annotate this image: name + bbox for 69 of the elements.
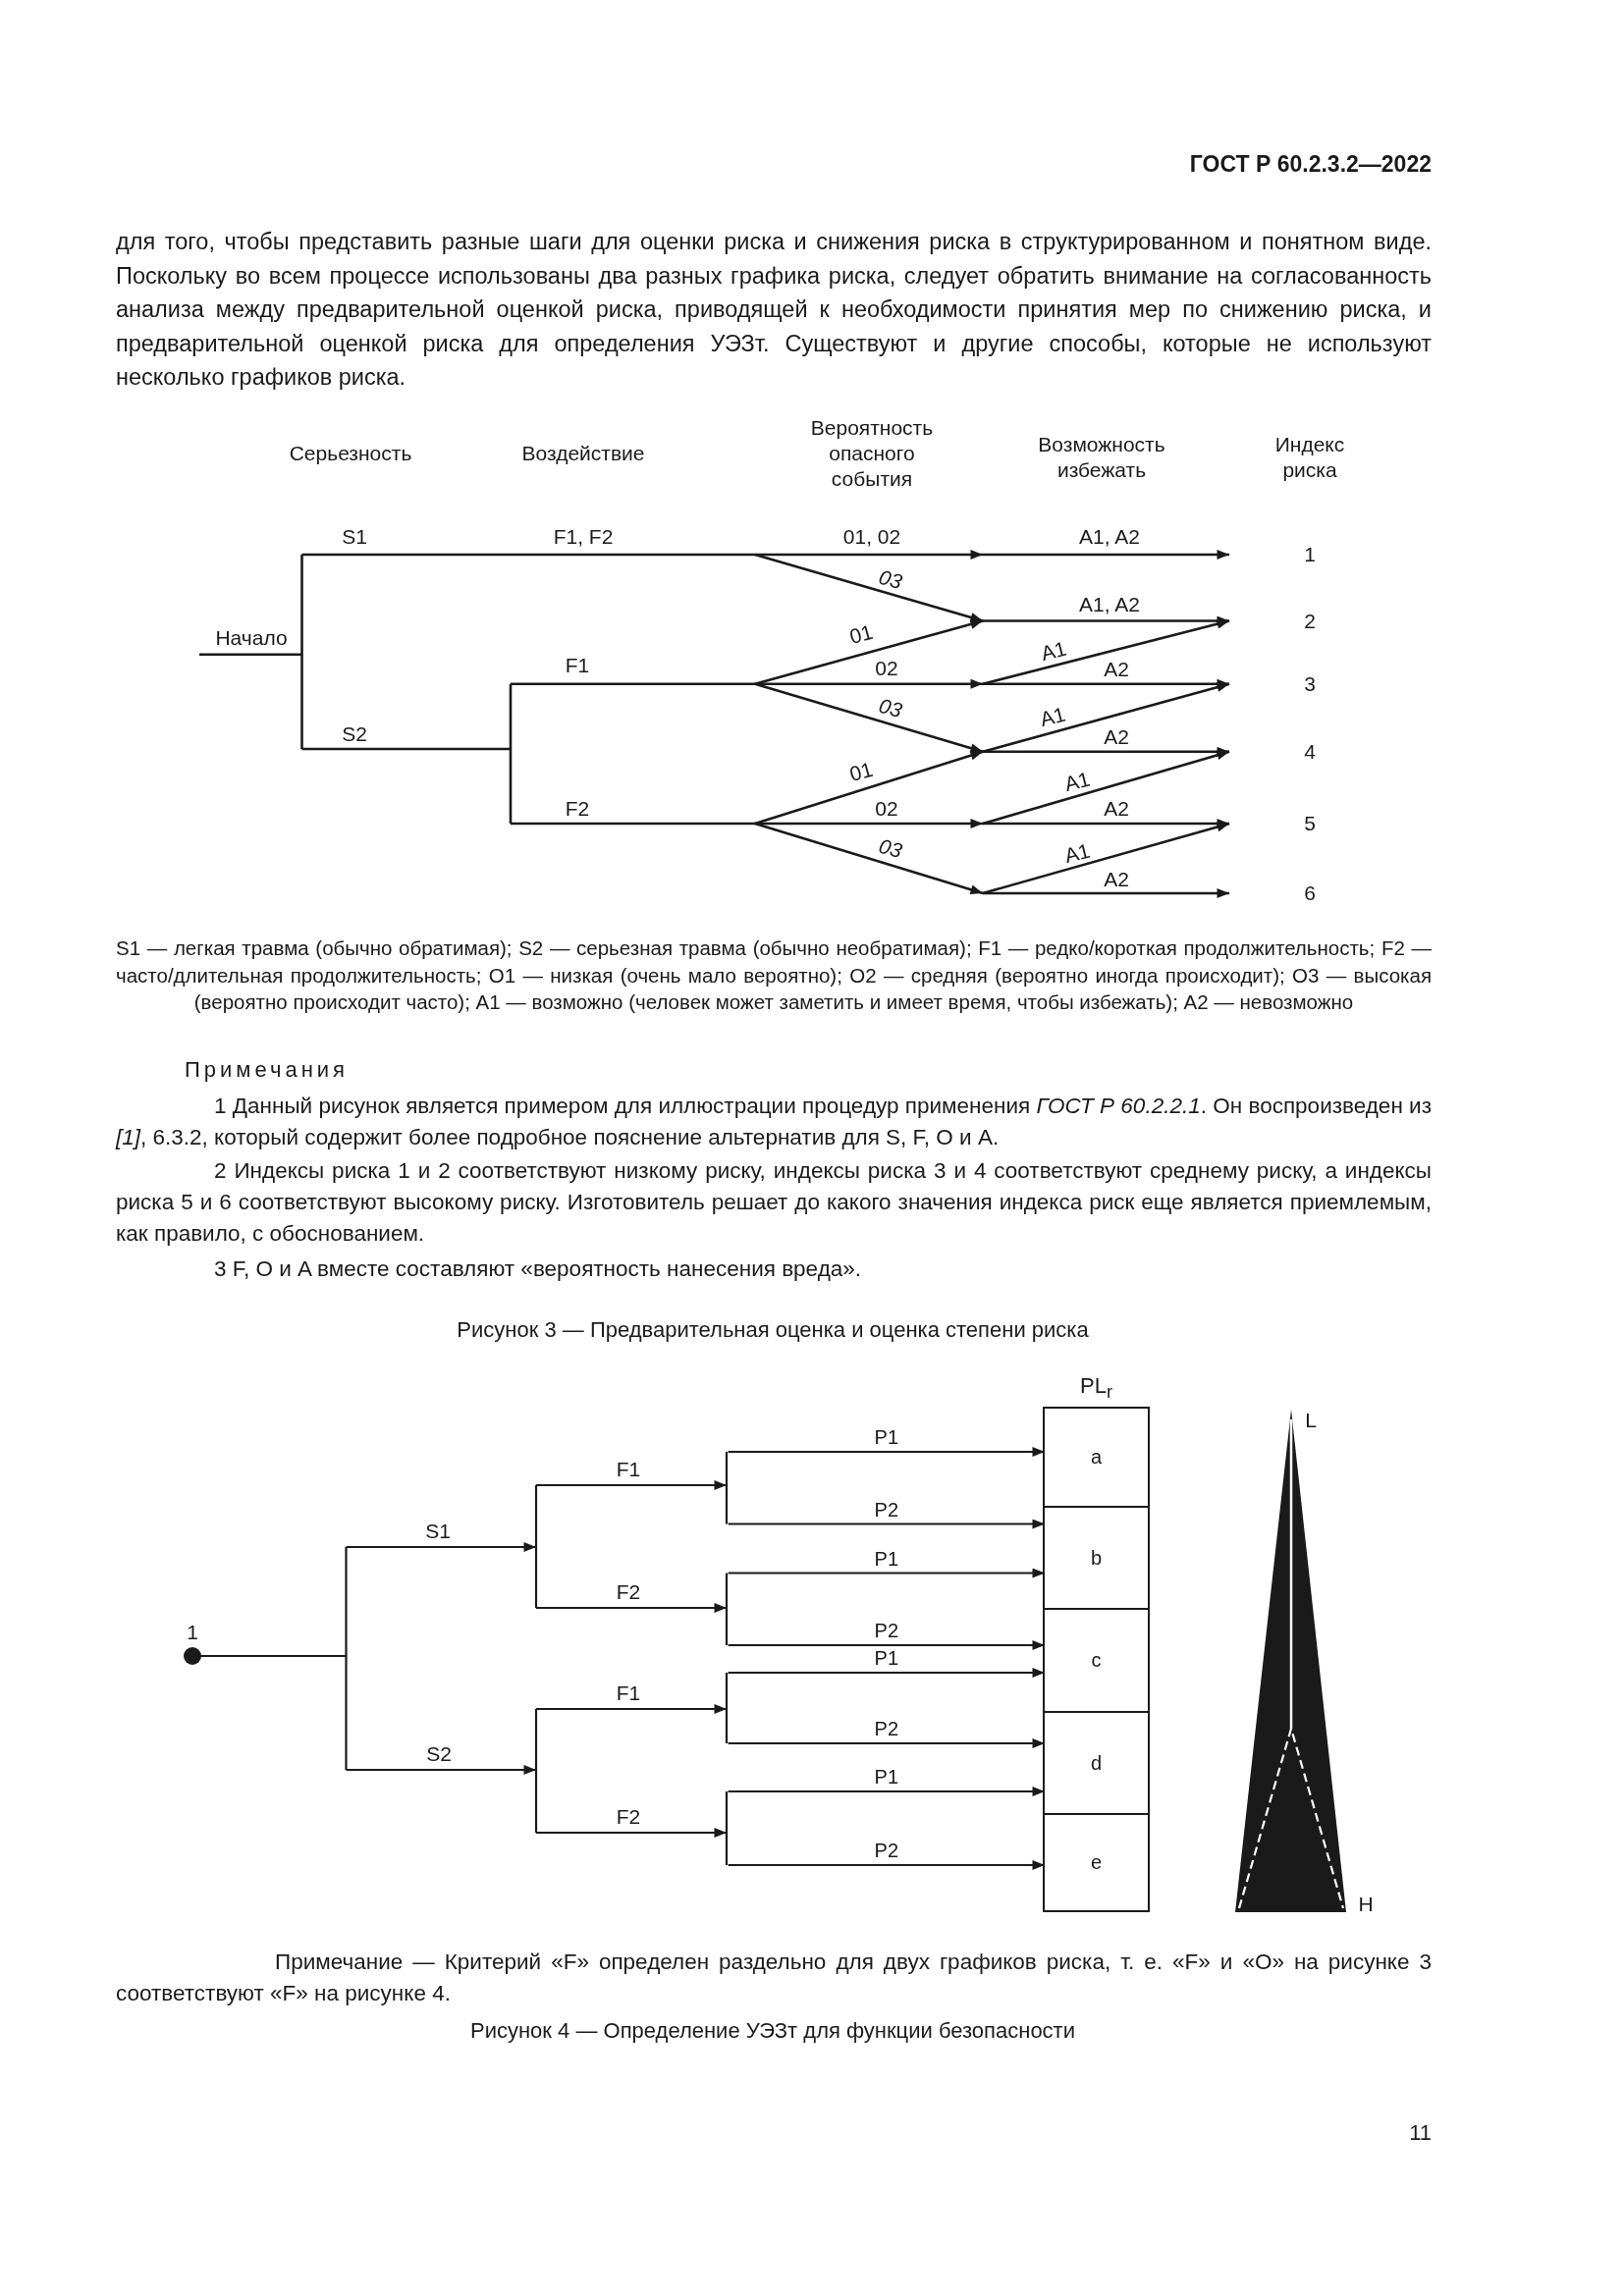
figure-caption: Рисунок 4 — Определение УЭЗт для функции безопасности <box>470 2017 1075 2045</box>
branch-label: 01 <box>846 618 876 650</box>
plr-cell: a <box>1045 1409 1148 1508</box>
risk-index: 6 <box>1304 881 1316 906</box>
branch-label: A2 <box>1104 796 1129 822</box>
scale-label: H <box>1358 1892 1374 1917</box>
column-heading: Вероятность опасного события <box>809 415 935 492</box>
branch-label: A1, A2 <box>1079 592 1140 617</box>
branch-label: 03 <box>876 692 905 723</box>
branch-label: A1 <box>1061 837 1093 869</box>
branch-label: S2 <box>426 1741 452 1767</box>
risk-index: 1 <box>1304 542 1316 567</box>
arrow <box>728 1860 1045 1870</box>
note-paragraph: 2 Индексы риска 1 и 2 соответствуют низкому риску, индексы риска 3 и 4 соответствуют среднему риску, а индексы риска 5 и 6 соответствуют высокому риску. Изготовитель решает до какого значения индекса риск еще является приемлемым, как правило, с обоснованием. <box>116 1157 1432 1248</box>
arrow <box>728 1668 1045 1678</box>
plr-cell: e <box>1045 1815 1148 1910</box>
branch-label: A2 <box>1104 724 1129 750</box>
plr-cell: c <box>1045 1610 1148 1713</box>
branch-label: 02 <box>875 796 898 822</box>
arrow <box>728 1447 1045 1457</box>
branch-label: A2 <box>1104 867 1129 892</box>
branch-label: 03 <box>876 563 905 595</box>
scale-label: L <box>1305 1408 1317 1433</box>
branch-label: A2 <box>1104 657 1129 682</box>
branch-label: S2 <box>342 721 367 747</box>
column-heading: PL$_{r}$ <box>1079 1373 1113 1404</box>
arrow <box>728 1787 1045 1796</box>
body-paragraph: для того, чтобы представить разные шаги для оценки риска и снижения риска в структурированном и понятном виде. Поскольку во всем процессе использованы два разных графика риска, следует обратить внимание на согласованность анализа между предварительной оценкой риска, приводящей к необходимости принятия мер по снижению риска, и предварительной оценкой риска для определения УЭЗт. Существуют и другие способы, которые не используют несколько графиков риска. <box>116 228 1432 392</box>
note-paragraph: 1 Данный рисунок является примером для иллюстрации процедур применения ГОСТ Р 60.2.2.1. Он воспроизведен из [1], 6.3.2, который содержит более подробное пояснение альтернатив для S, F, O и A. <box>116 1093 1432 1151</box>
page-header: ГОСТ Р 60.2.3.2—2022 <box>1189 151 1432 179</box>
arrow <box>728 1738 1045 1748</box>
branch-label: F1 <box>616 1681 641 1706</box>
notes-heading: Примечания <box>185 1056 349 1084</box>
plr-cell: b <box>1045 1508 1148 1610</box>
branch-label: F1 <box>565 653 590 678</box>
risk-index: 2 <box>1304 608 1316 634</box>
branch-label: F1, F2 <box>553 524 614 550</box>
branch-label: F2 <box>616 1579 641 1605</box>
column-heading: Индекс риска <box>1273 432 1346 483</box>
branch-label: A1 <box>1037 701 1068 732</box>
branch-label: 02 <box>875 656 898 681</box>
column-heading: Возможность избежать <box>1037 432 1166 483</box>
arrow <box>728 1640 1045 1650</box>
branch-label: A1 <box>1038 635 1069 667</box>
arrow <box>728 1519 1045 1529</box>
branch-label: F1 <box>616 1457 641 1482</box>
note-paragraph: 3 F, O и A вместе составляют «вероятность нанесения вреда». <box>213 1255 863 1283</box>
branch-label: S1 <box>425 1519 451 1544</box>
branch-label: 01 <box>846 756 876 787</box>
column-heading: Воздействие <box>521 441 645 466</box>
note-paragraph: Примечание — Критерий «F» определен раздельно для двух графиков риска, т. е. «F» и «O» на рисунке 3 соответствуют «F» на рисунке 4. <box>116 1949 1432 2007</box>
risk-index: 5 <box>1304 811 1316 836</box>
figure-caption: Рисунок 3 — Предварительная оценка и оценка степени риска <box>457 1316 1089 1344</box>
risk-index: 4 <box>1304 739 1316 765</box>
column-heading: Серьезность <box>289 441 412 466</box>
start-label: Начало <box>215 625 288 651</box>
risk-index: 3 <box>1304 671 1316 697</box>
branch-label: S1 <box>342 524 367 550</box>
page-number: 11 <box>1409 2119 1432 2147</box>
plr-cell: d <box>1045 1713 1148 1815</box>
branch-label: A1 <box>1061 766 1093 797</box>
start-label: 1 <box>187 1620 198 1645</box>
branch-label: F2 <box>565 796 590 822</box>
branch-label: 03 <box>876 832 905 864</box>
abbreviation-note: S1 — легкая травма (обычно обратимая); S2 — серьезная травма (обычно необратимая); F1 — редко/короткая продолжительность; F2 — часто/длительная продолжительность; O1 — низкая (очень мало вероятно); O2 — средняя (вероятно иногда происходит); O3 — высокая (вероятно происходит часто); A1 — возможно (человек может заметить и имеет время, чтобы избежать); A2 — невозможно <box>116 935 1432 1015</box>
branch-label: 01, 02 <box>842 524 901 550</box>
branch-label: A1, A2 <box>1079 524 1140 550</box>
branch-label: F2 <box>616 1804 641 1830</box>
arrow <box>728 1568 1045 1578</box>
